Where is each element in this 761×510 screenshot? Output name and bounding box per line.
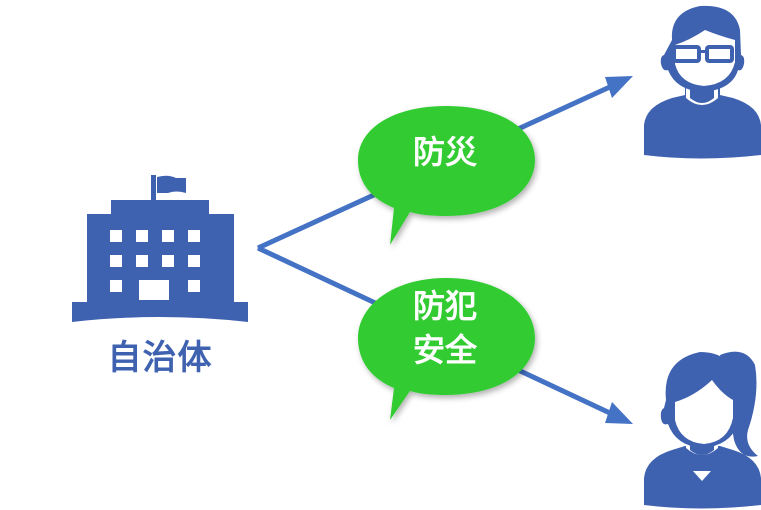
bubble-crime-line2: 安全 <box>412 331 477 369</box>
bubble-disaster-line1: 防災 <box>412 133 477 171</box>
female-person-ponytail-icon <box>644 351 761 509</box>
speech-bubble-crime-safety <box>358 278 535 420</box>
government-building-icon <box>72 175 248 322</box>
bubble-crime-line1: 防犯 <box>412 287 477 325</box>
government-label: 自治体 <box>107 338 213 378</box>
bubble-crime-safety-text: 防犯 安全 <box>365 284 525 372</box>
speech-bubble-disaster <box>358 106 535 245</box>
bubble-disaster-text: 防災 <box>365 130 525 174</box>
male-person-with-glasses-icon <box>644 5 761 159</box>
